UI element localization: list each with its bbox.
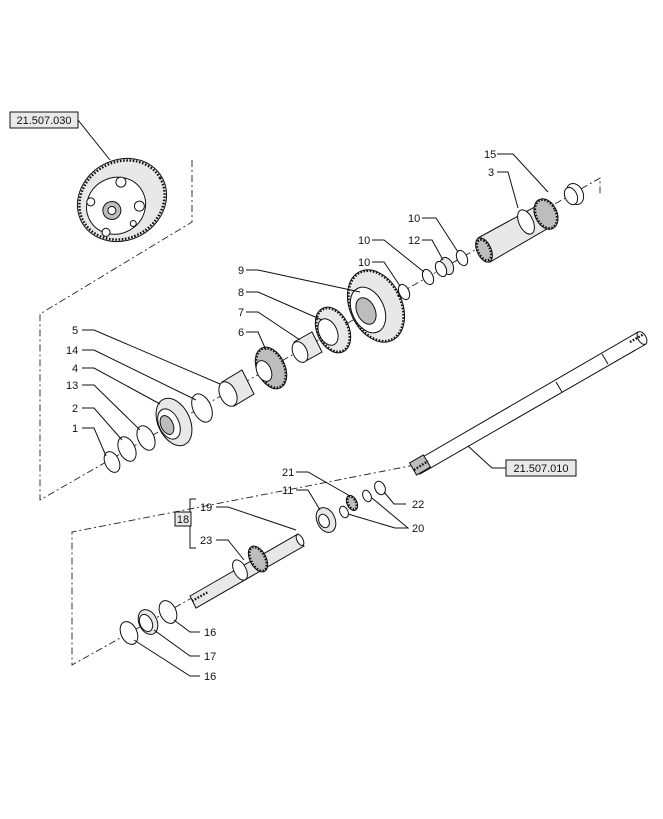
callout-6: 6 — [238, 327, 244, 339]
part-10-ring-a — [455, 249, 469, 267]
callout-22: 22 — [412, 499, 424, 511]
callout-10-c: 10 — [358, 257, 370, 269]
part-10-ring-b — [421, 268, 435, 286]
phantom-boundary-upper — [39, 160, 601, 501]
callout-17: 17 — [204, 651, 216, 663]
planetary-carrier-assembly — [76, 157, 168, 243]
part-3-gear-shaft — [475, 198, 559, 263]
callout-20: 20 — [412, 523, 424, 535]
callout-10-b: 10 — [358, 235, 370, 247]
ref-box-shaft-group[interactable]: 21.507.010 — [505, 459, 577, 477]
part-16-ring-b — [119, 621, 139, 645]
part-12-bearing — [434, 256, 455, 278]
callout-labels: 15 3 10 12 10 10 9 8 7 6 5 14 4 13 2 1 2… — [66, 149, 496, 683]
callout-21: 21 — [282, 467, 294, 479]
callout-9: 9 — [238, 265, 244, 277]
callout-5: 5 — [72, 325, 78, 337]
ref-box-planetary[interactable]: 21.507.030 — [9, 111, 79, 129]
part-11-bearing — [315, 507, 337, 533]
part-14-ring — [191, 393, 213, 423]
phantom-boundary-lower — [71, 464, 416, 666]
part-9-large-gear — [346, 269, 406, 343]
callout-7: 7 — [238, 307, 244, 319]
part-1-snap-ring — [103, 451, 121, 473]
ref-box-kit[interactable]: 18 — [174, 511, 192, 527]
part-13-ring — [136, 425, 156, 451]
callout-8: 8 — [238, 287, 244, 299]
callout-16-a: 16 — [204, 627, 216, 639]
part-6-small-gear — [254, 346, 288, 390]
part-20-ring — [339, 489, 372, 519]
part-2-ring — [117, 436, 137, 462]
part-23-input-shaft — [189, 533, 305, 609]
ref-label-shaft-group: 21.507.010 — [513, 463, 568, 475]
part-16-ring-a — [158, 600, 178, 624]
part-22-washer — [374, 480, 386, 496]
leader-lines — [77, 119, 549, 677]
part-5-hub — [218, 369, 255, 407]
callout-14: 14 — [66, 345, 78, 357]
callout-16-b: 16 — [204, 671, 216, 683]
callout-15: 15 — [484, 149, 496, 161]
ref-label-kit: 18 — [177, 514, 189, 526]
part-15-ring — [563, 182, 585, 206]
part-4-bearing — [155, 397, 193, 447]
callout-1: 1 — [72, 423, 78, 435]
callout-23: 23 — [200, 535, 212, 547]
long-splined-shaft — [408, 331, 648, 476]
callout-2: 2 — [72, 403, 78, 415]
part-7-sleeve — [291, 331, 323, 363]
callout-10-a: 10 — [408, 213, 420, 225]
callout-13: 13 — [66, 380, 78, 392]
part-17-bearing — [137, 609, 159, 635]
callout-19: 19 — [200, 502, 212, 514]
callout-12: 12 — [408, 235, 420, 247]
callout-11: 11 — [282, 485, 293, 497]
part-8-gear — [314, 306, 352, 354]
callout-4: 4 — [72, 363, 78, 375]
callout-3: 3 — [488, 167, 494, 179]
ref-label-planetary: 21.507.030 — [16, 115, 71, 127]
